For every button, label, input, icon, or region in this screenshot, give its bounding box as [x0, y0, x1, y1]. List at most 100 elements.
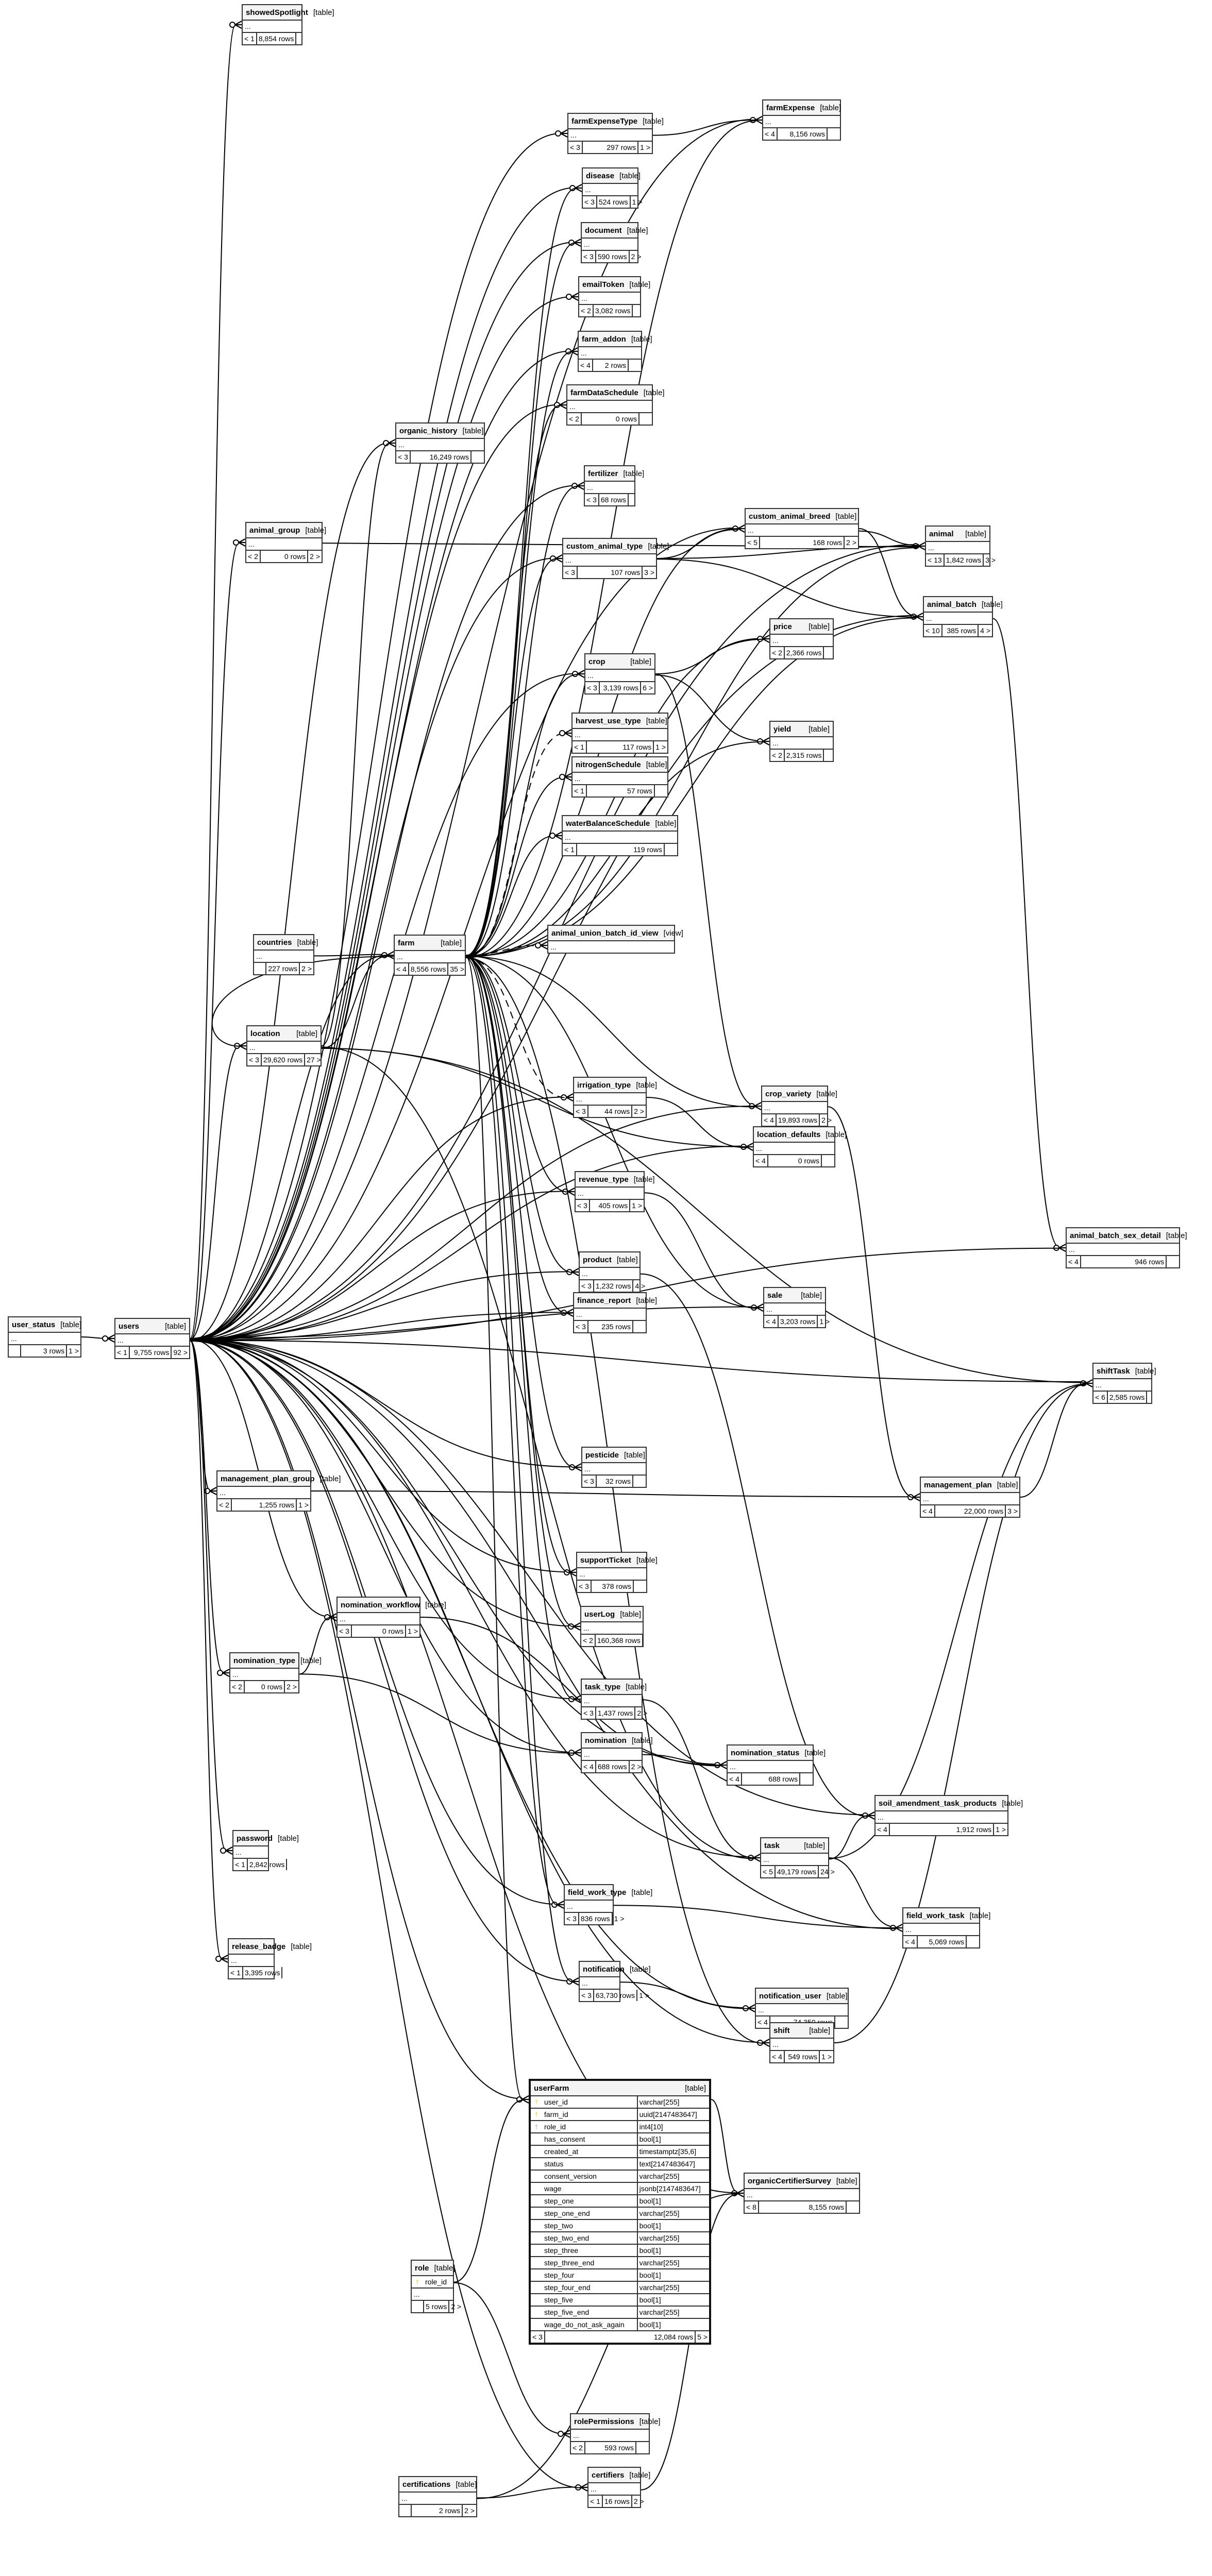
- table-name[interactable]: countries: [257, 938, 292, 947]
- child-count-link[interactable]: [824, 750, 836, 761]
- table-name[interactable]: showedSpotlight: [246, 8, 308, 17]
- parent-count-link[interactable]: < 4: [903, 1936, 918, 1947]
- table-name[interactable]: location: [250, 1029, 280, 1038]
- child-count-link[interactable]: 1 >: [996, 1825, 1006, 1834]
- parent-count-link[interactable]: < 4: [763, 128, 778, 140]
- table-name[interactable]: irrigation_type: [577, 1080, 631, 1090]
- child-count-link[interactable]: 92 >: [173, 1348, 188, 1357]
- child-count-link[interactable]: 1 >: [298, 1501, 309, 1509]
- parent-count-link[interactable]: < 3: [531, 2331, 545, 2343]
- table-name[interactable]: farm: [398, 938, 415, 947]
- table-name[interactable]: soil_amendment_task_products: [879, 1799, 997, 1808]
- parent-count-link[interactable]: < 8: [745, 2201, 759, 2213]
- parent-count-link[interactable]: < 4: [728, 1773, 742, 1785]
- table-name[interactable]: emailToken: [582, 280, 625, 289]
- parent-count-link[interactable]: < 4: [764, 1316, 779, 1327]
- child-count-link[interactable]: 4 >: [635, 1282, 646, 1290]
- table-animal-union-batch-id-view[interactable]: animal_union_batch_id_view[view]...: [547, 925, 683, 954]
- child-count-link[interactable]: 1 >: [639, 1991, 649, 1999]
- parent-count-link[interactable]: [9, 1345, 21, 1357]
- parent-count-link[interactable]: < 4: [770, 2051, 785, 2062]
- parent-count-link[interactable]: [254, 963, 266, 974]
- parent-count-link[interactable]: < 3: [585, 682, 600, 693]
- child-count-link[interactable]: 27 >: [307, 1056, 321, 1064]
- parent-count-link[interactable]: < 4: [756, 2016, 770, 2028]
- parent-count-link[interactable]: < 3: [565, 1913, 579, 1924]
- child-count-link[interactable]: 1 >: [821, 2053, 832, 2061]
- parent-count-link[interactable]: < 1: [588, 2496, 603, 2507]
- table-name[interactable]: animal_union_batch_id_view: [551, 928, 659, 938]
- table-name[interactable]: nomination_workflow: [341, 1600, 420, 1609]
- parent-count-link[interactable]: < 3: [338, 1625, 352, 1637]
- child-count-link[interactable]: 3 >: [644, 568, 654, 577]
- child-count-link[interactable]: [835, 2016, 848, 2028]
- parent-count-link[interactable]: < 1: [573, 785, 587, 796]
- table-name[interactable]: supportTicket: [580, 1555, 631, 1565]
- child-count-link[interactable]: [287, 1859, 299, 1870]
- child-count-link[interactable]: 2 >: [301, 964, 312, 973]
- child-count-link[interactable]: 4 >: [980, 626, 990, 635]
- parent-count-link[interactable]: < 3: [582, 1476, 597, 1487]
- table-name[interactable]: management_plan: [924, 1480, 992, 1489]
- parent-count-link[interactable]: < 3: [582, 1707, 596, 1719]
- parent-count-link[interactable]: < 3: [577, 1581, 592, 1592]
- table-name[interactable]: revenue_type: [579, 1175, 629, 1184]
- table-name[interactable]: role: [415, 2263, 429, 2273]
- table-name[interactable]: task: [764, 1841, 780, 1850]
- parent-count-link[interactable]: < 3: [563, 567, 578, 578]
- parent-count-link[interactable]: < 3: [574, 1321, 588, 1332]
- table-name[interactable]: field_work_task: [906, 1911, 965, 1920]
- child-count-link[interactable]: [282, 1967, 295, 1978]
- table-name[interactable]: field_work_type: [568, 1888, 627, 1897]
- child-count-link[interactable]: [633, 305, 645, 316]
- table-name[interactable]: management_plan_group: [221, 1474, 315, 1483]
- table-name[interactable]: farmDataSchedule: [570, 388, 638, 397]
- table-name[interactable]: harvest_use_type: [576, 716, 641, 725]
- parent-count-link[interactable]: < 3: [585, 494, 599, 505]
- table-name[interactable]: farmExpense: [766, 103, 815, 112]
- table-name[interactable]: animal_batch: [927, 600, 977, 609]
- child-count-link[interactable]: 2 >: [637, 1709, 648, 1717]
- child-count-link[interactable]: 2 >: [631, 1762, 642, 1771]
- child-count-link[interactable]: [822, 1155, 834, 1166]
- table-name[interactable]: animal_group: [249, 526, 300, 535]
- child-count-link[interactable]: [800, 1773, 813, 1785]
- table-name[interactable]: password: [237, 1834, 273, 1843]
- parent-count-link[interactable]: < 1: [243, 33, 257, 44]
- parent-count-link[interactable]: < 4: [762, 1114, 777, 1126]
- child-count-link[interactable]: [665, 844, 677, 855]
- parent-count-link[interactable]: < 3: [583, 196, 597, 208]
- parent-count-link[interactable]: < 3: [580, 1280, 594, 1292]
- parent-count-link[interactable]: [399, 2505, 412, 2516]
- table-name[interactable]: farm_addon: [582, 334, 626, 344]
- parent-count-link[interactable]: < 5: [761, 1866, 776, 1877]
- table-name[interactable]: disease: [586, 171, 615, 180]
- table-name[interactable]: custom_animal_type: [566, 541, 643, 551]
- parent-count-link[interactable]: < 6: [1093, 1392, 1108, 1403]
- child-count-link[interactable]: 2 >: [464, 2506, 475, 2515]
- child-count-link[interactable]: 35 >: [450, 965, 464, 973]
- child-count-link[interactable]: 1 >: [819, 1317, 830, 1326]
- child-count-link[interactable]: 1 >: [69, 1347, 79, 1355]
- parent-count-link[interactable]: < 3: [396, 451, 411, 463]
